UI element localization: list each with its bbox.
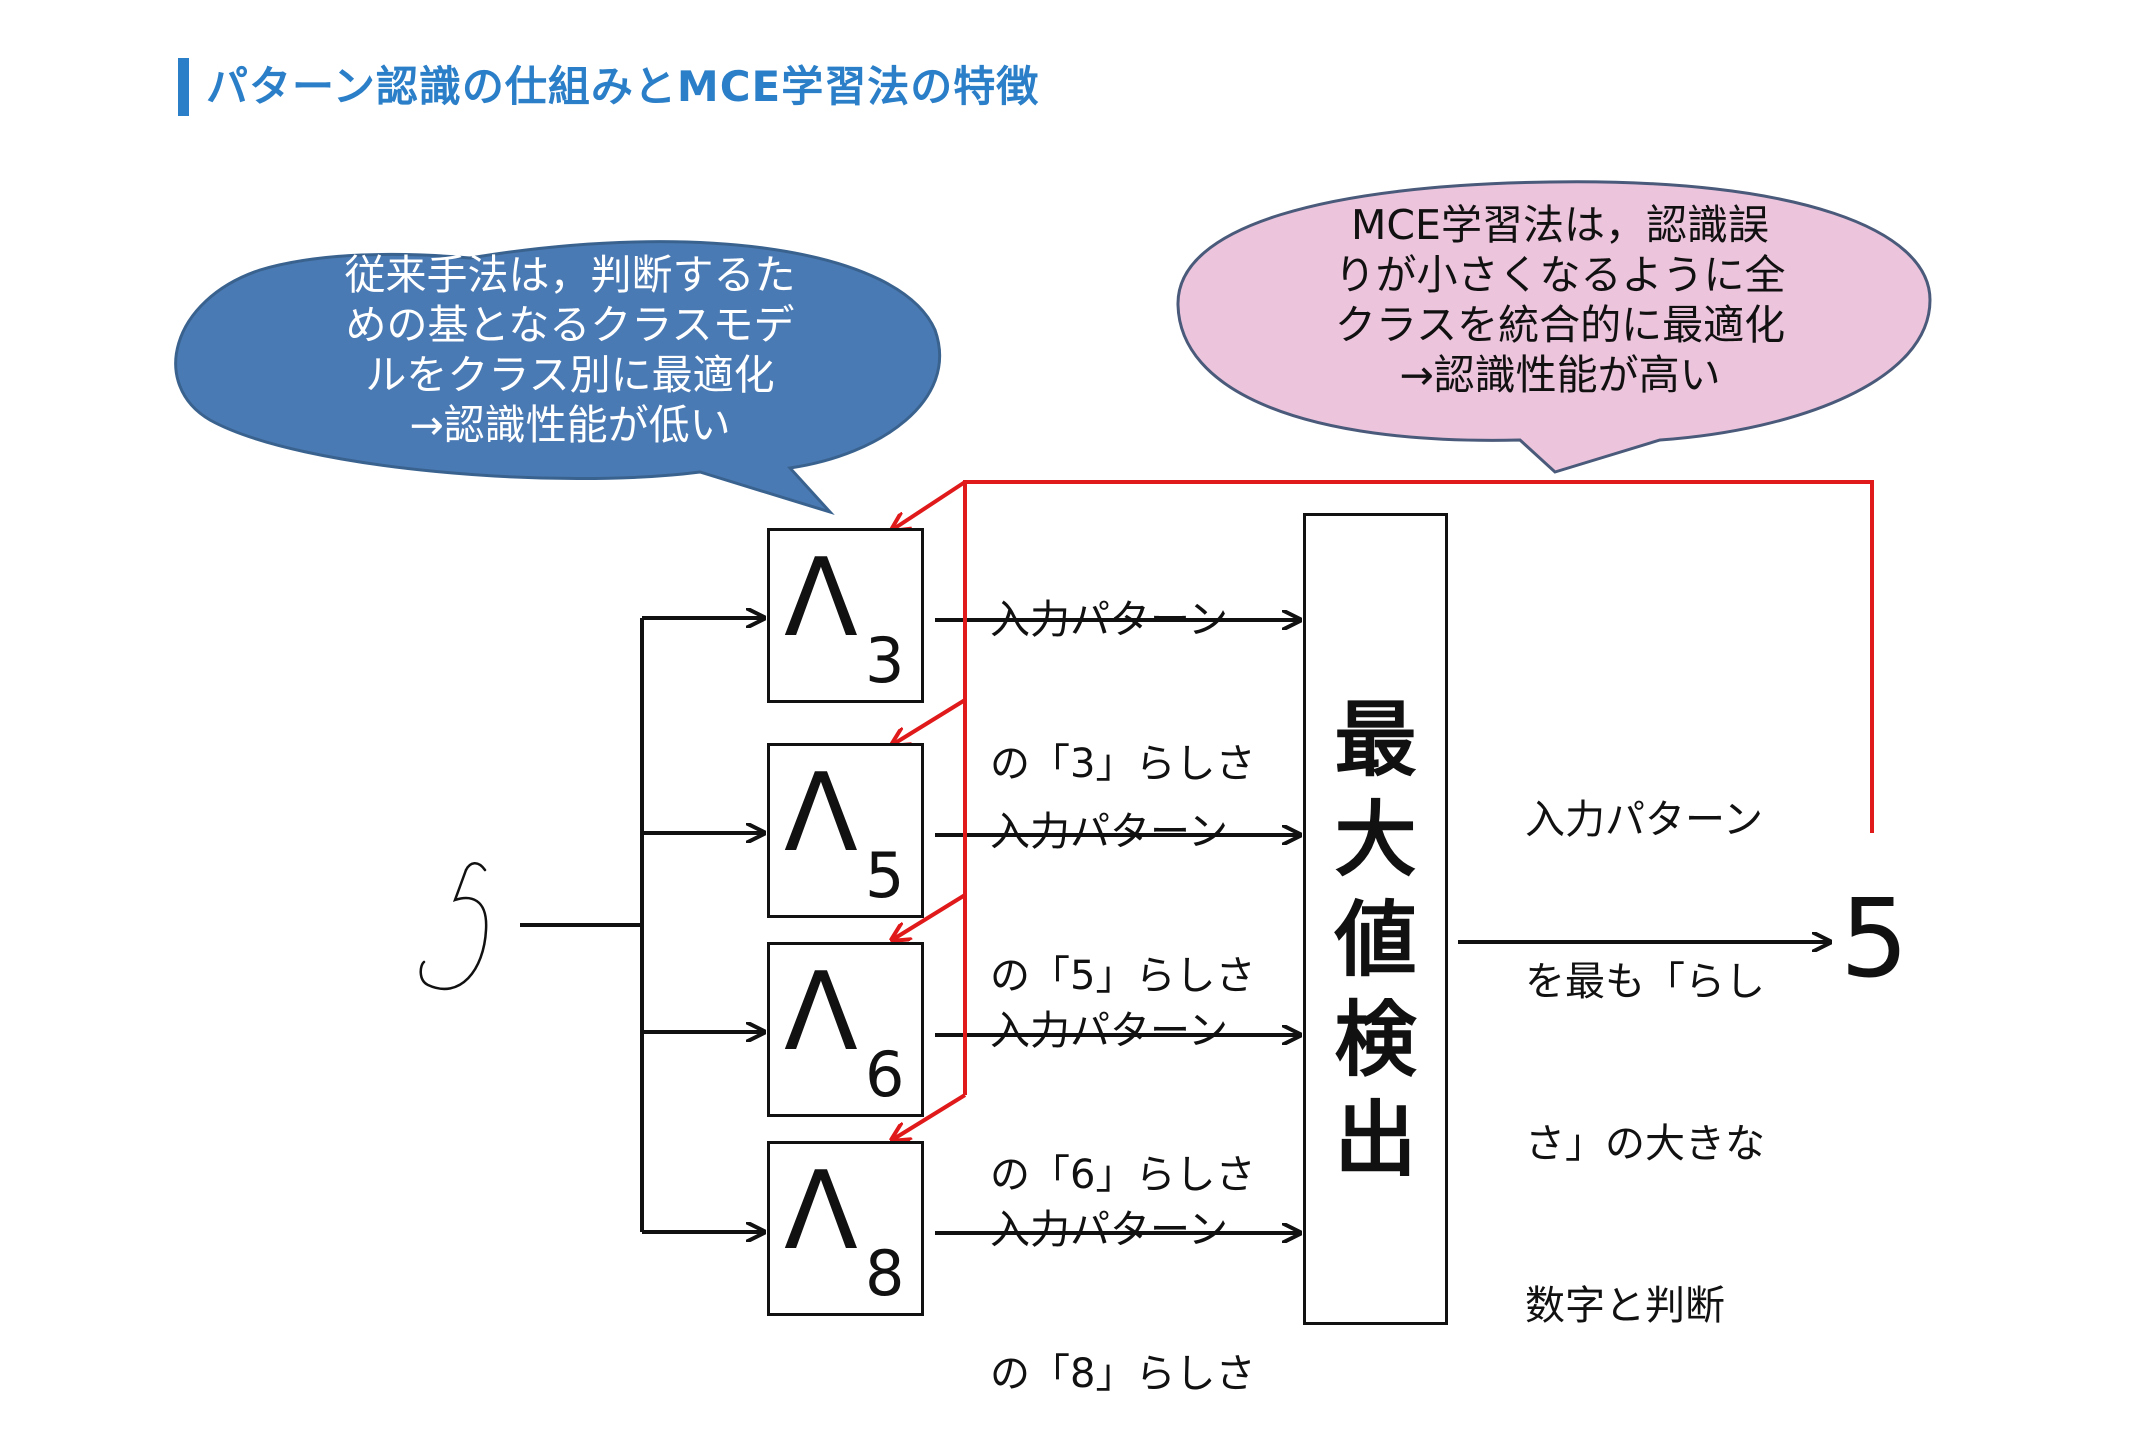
class-model-5: Λ 5 bbox=[767, 743, 924, 918]
feedback-arrows bbox=[892, 480, 1874, 1140]
likelihood-label-6: 入力パターン の「6」らしさ bbox=[990, 911, 1255, 1247]
bubble-line: →認識性能が高い bbox=[1399, 351, 1721, 399]
mce-bubble-text: MCE学習法は，認識誤 りが小さくなるように全 クラスを統合的に最適化 →認識性… bbox=[1290, 200, 1830, 400]
detector-char: 値 bbox=[1334, 893, 1417, 988]
decision-label: 入力パターン を最も「らし さ」の大きな 数字と判断 bbox=[1525, 685, 1765, 1387]
label-line: 入力パターン bbox=[1525, 797, 1763, 843]
likelihood-label-3: 入力パターン の「3」らしさ bbox=[990, 500, 1255, 836]
detector-label: 最 大 値 検 出 bbox=[1306, 691, 1445, 1191]
lambda-symbol: Λ bbox=[784, 751, 858, 876]
max-value-detector: 最 大 値 検 出 bbox=[1303, 513, 1448, 1325]
bubble-line: りが小さくなるように全 bbox=[1334, 251, 1786, 299]
mce-bubble-shape bbox=[1176, 180, 1932, 474]
title-accent-bar bbox=[178, 58, 189, 116]
bubble-line: →認識性能が低い bbox=[409, 401, 731, 449]
label-line: の「3」らしさ bbox=[990, 741, 1256, 787]
class-model-8: Λ 8 bbox=[767, 1141, 924, 1316]
recognition-result: 5 bbox=[1840, 877, 1909, 1002]
bubble-line: クラスを統合的に最適化 bbox=[1334, 301, 1786, 349]
label-line: 入力パターン bbox=[990, 1207, 1228, 1253]
model-subscript: 6 bbox=[865, 1038, 905, 1111]
label-line: 入力パターン bbox=[990, 597, 1228, 643]
class-model-3: Λ 3 bbox=[767, 528, 924, 703]
label-line: さ」の大きな bbox=[1525, 1121, 1765, 1167]
diagram-canvas bbox=[174, 180, 1932, 1376]
likelihood-label-8: 入力パターン の「8」らしさ bbox=[990, 1110, 1255, 1446]
label-line: 数字と判断 bbox=[1525, 1283, 1725, 1329]
lambda-symbol: Λ bbox=[784, 950, 858, 1075]
label-line: の「5」らしさ bbox=[990, 953, 1256, 999]
label-line: の「8」らしさ bbox=[990, 1351, 1256, 1397]
likelihood-label-5: 入力パターン の「5」らしさ bbox=[990, 712, 1255, 1048]
bubble-line: 従来手法は，判断するた bbox=[344, 251, 796, 299]
model-subscript: 8 bbox=[865, 1237, 905, 1310]
model-output-arrows bbox=[935, 620, 1300, 1233]
model-subscript: 3 bbox=[865, 624, 905, 697]
page-title: パターン認識の仕組みとMCE学習法の特徴 bbox=[206, 62, 1040, 111]
model-subscript: 5 bbox=[865, 839, 905, 912]
lambda-symbol: Λ bbox=[784, 536, 858, 661]
detector-char: 大 bbox=[1334, 793, 1417, 888]
detector-char: 出 bbox=[1334, 1093, 1417, 1188]
label-line: 入力パターン bbox=[990, 809, 1228, 855]
bubble-line: めの基となるクラスモデ bbox=[345, 301, 795, 349]
bubble-line: MCE学習法は，認識誤 bbox=[1351, 201, 1769, 249]
handwritten-digit-icon bbox=[419, 862, 488, 991]
label-line: を最も「らし bbox=[1525, 959, 1765, 1005]
lambda-symbol: Λ bbox=[784, 1149, 858, 1274]
class-model-6: Λ 6 bbox=[767, 942, 924, 1117]
input-branch-lines bbox=[520, 618, 764, 1232]
conventional-bubble-shape bbox=[174, 240, 942, 516]
label-line: の「6」らしさ bbox=[990, 1152, 1256, 1198]
conventional-bubble-text: 従来手法は，判断するた めの基となるクラスモデ ルをクラス別に最適化 →認識性能… bbox=[300, 250, 840, 450]
detector-char: 検 bbox=[1334, 993, 1417, 1088]
label-line: 入力パターン bbox=[990, 1008, 1228, 1054]
bubble-line: ルをクラス別に最適化 bbox=[365, 351, 775, 399]
detector-char: 最 bbox=[1334, 693, 1417, 788]
